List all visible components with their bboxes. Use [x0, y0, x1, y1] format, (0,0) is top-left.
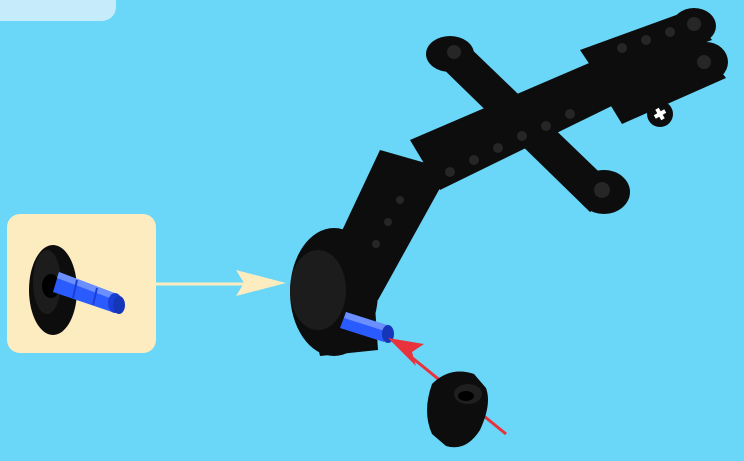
axle-cross-icon — [647, 101, 673, 127]
callout-arrow — [156, 270, 286, 296]
black-liftarm-icon — [290, 8, 728, 356]
connector-block-icon — [427, 372, 488, 448]
